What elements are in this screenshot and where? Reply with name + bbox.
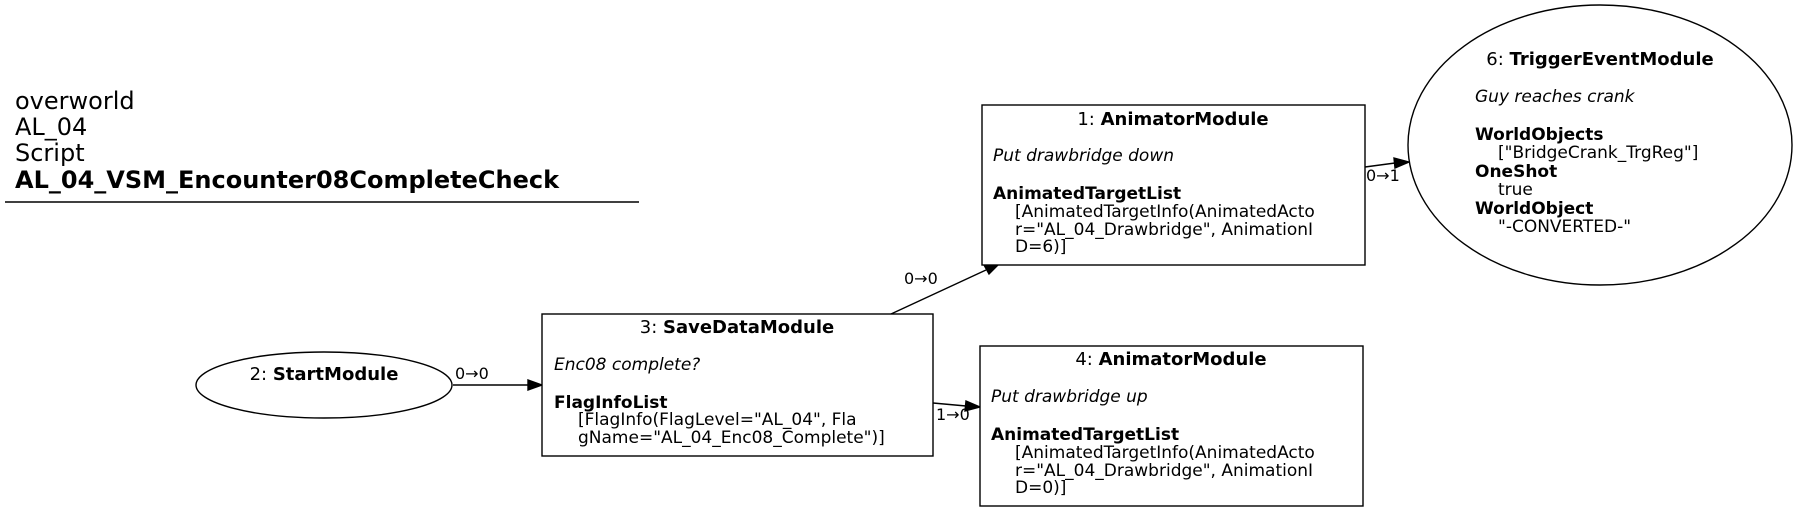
node-ellipse	[1407, 4, 1793, 286]
prop-key: WorldObject	[1475, 199, 1593, 219]
prop-value: r="AL_04_Drawbridge", AnimationI	[1015, 220, 1313, 240]
edge-label: 0→0	[904, 269, 938, 288]
script-header: overworld AL_04 Script AL_04_VSM_Encount…	[5, 87, 639, 203]
node-id: 6:	[1486, 49, 1509, 70]
prop-value: D=0)]	[1015, 478, 1066, 498]
edge-label: 0→0	[455, 364, 489, 383]
node-id: 3:	[640, 317, 663, 338]
edge-label: 1→0	[936, 405, 970, 424]
node-box	[979, 345, 1364, 507]
header-category: overworld	[15, 87, 135, 115]
node-comment: Put drawbridge up	[991, 387, 1148, 407]
prop-key: FlagInfoList	[554, 393, 668, 413]
node-type: AnimatorModule	[1099, 349, 1267, 370]
edge-2-to-3: 0→0	[453, 364, 545, 391]
node-trigger-event-module[interactable]: 6: TriggerEventModule Guy reaches crank …	[1407, 4, 1793, 286]
prop-value: ["BridgeCrank_TrgReg"]	[1498, 143, 1698, 163]
prop-value: gName="AL_04_Enc08_Complete")]	[578, 428, 885, 448]
prop-key: WorldObjects	[1475, 125, 1604, 145]
node-start-module[interactable]: 2: StartModule	[195, 351, 453, 419]
arrowhead-icon	[1393, 157, 1412, 170]
prop-key: AnimatedTargetList	[993, 184, 1181, 204]
header-kind: Script	[15, 139, 85, 167]
node-id: 2:	[250, 364, 273, 385]
prop-value: [AnimatedTargetInfo(AnimatedActo	[1015, 202, 1315, 222]
node-comment: Put drawbridge down	[993, 146, 1174, 166]
edge-1-to-6: 0→1	[1364, 157, 1412, 185]
node-heading: 3: SaveDataModule	[640, 317, 835, 338]
node-animator-module-down[interactable]: 1: AnimatorModule Put drawbridge down An…	[981, 104, 1366, 266]
edge-line	[932, 402, 967, 407]
edge-3-to-4: 1→0	[932, 399, 983, 424]
prop-key: OneShot	[1475, 162, 1557, 182]
edge-label: 0→1	[1366, 166, 1400, 185]
node-heading: 6: TriggerEventModule	[1486, 49, 1713, 70]
prop-key: AnimatedTargetList	[991, 425, 1179, 445]
node-box	[541, 313, 934, 457]
node-heading: 2: StartModule	[250, 364, 399, 385]
node-type: TriggerEventModule	[1510, 49, 1714, 70]
node-animator-module-up[interactable]: 4: AnimatorModule Put drawbridge up Anim…	[979, 345, 1364, 507]
header-level: AL_04	[15, 113, 87, 141]
node-box	[981, 104, 1366, 266]
node-type: AnimatorModule	[1101, 109, 1269, 130]
header-script-name: AL_04_VSM_Encounter08CompleteCheck	[15, 166, 560, 194]
edge-3-to-1: 0→0	[890, 263, 1001, 315]
prop-value: [FlagInfo(FlagLevel="AL_04", Fla	[578, 410, 857, 430]
node-ellipse	[195, 351, 453, 419]
prop-value: [AnimatedTargetInfo(AnimatedActo	[1015, 443, 1315, 463]
arrowhead-icon	[527, 379, 545, 391]
node-type: SaveDataModule	[663, 317, 834, 338]
arrowhead-icon	[964, 399, 983, 412]
prop-value: D=6)]	[1015, 237, 1066, 257]
node-comment: Enc08 complete?	[554, 355, 700, 375]
prop-value: true	[1498, 180, 1533, 200]
edge-line	[1364, 162, 1396, 168]
node-save-data-module[interactable]: 3: SaveDataModule Enc08 complete? FlagIn…	[541, 313, 934, 457]
prop-value: "-CONVERTED-"	[1498, 217, 1631, 237]
node-id: 4:	[1075, 349, 1098, 370]
node-heading: 1: AnimatorModule	[1077, 109, 1268, 130]
prop-value: r="AL_04_Drawbridge", AnimationI	[1015, 461, 1313, 481]
edge-line	[890, 269, 987, 315]
node-comment: Guy reaches crank	[1475, 87, 1636, 107]
node-heading: 4: AnimatorModule	[1075, 349, 1266, 370]
node-type: StartModule	[273, 364, 399, 385]
node-id: 1:	[1077, 109, 1100, 130]
